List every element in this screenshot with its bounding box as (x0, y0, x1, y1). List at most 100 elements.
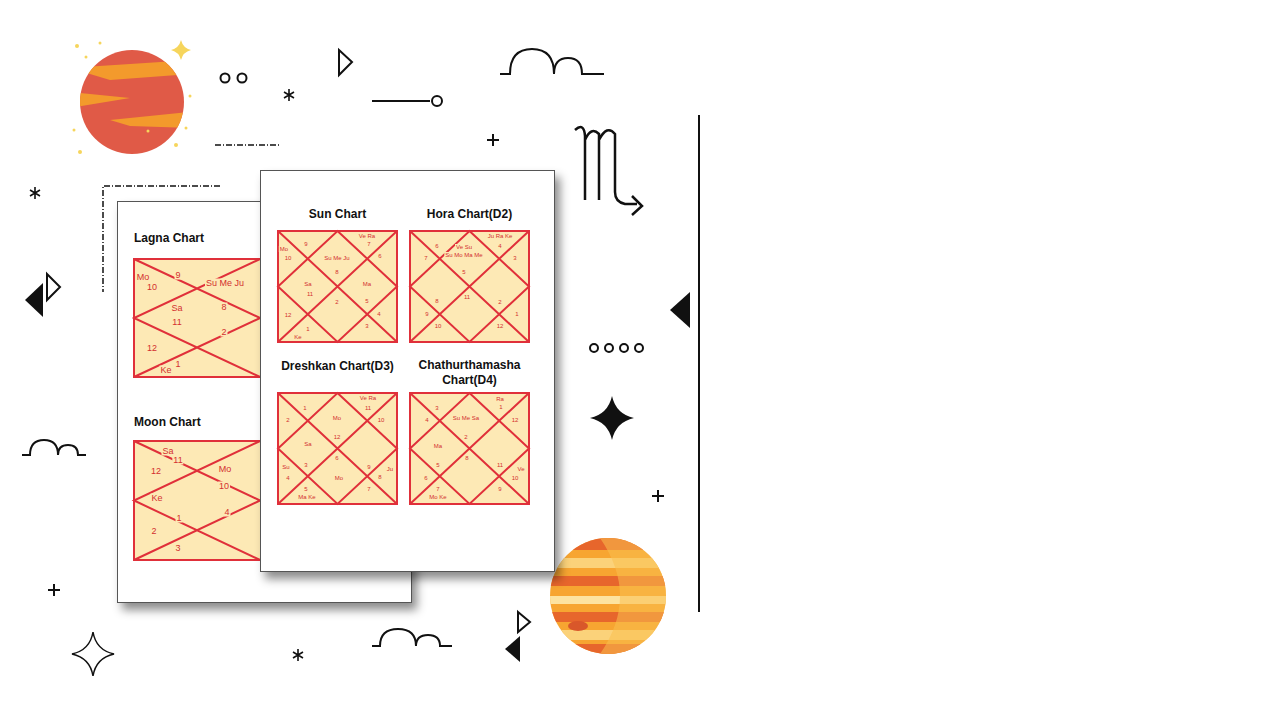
house-entry: 10 (284, 255, 293, 261)
house-entry: 4 (376, 311, 381, 317)
house-entry: Ke (159, 366, 172, 375)
chart-heading: Hora Chart(D2) (395, 207, 545, 222)
house-entry: Mo (218, 465, 233, 474)
house-entry: 12 (150, 467, 162, 476)
house-entry: Ve Su (455, 244, 473, 250)
line-ornaments (22, 49, 699, 676)
house-entry: Mo (136, 273, 151, 282)
house-entry: 9 (303, 241, 308, 247)
house-entry: 1 (514, 311, 519, 317)
house-entry: Su Me Ju (323, 255, 350, 261)
house-entry: 1 (305, 326, 310, 332)
house-entry: Ra (495, 396, 505, 402)
house-entry: Ma Ke (297, 494, 316, 500)
house-entry: 10 (377, 417, 386, 423)
house-entry: Ve (516, 466, 525, 472)
house-entry: Su Mo Ma Me (444, 252, 483, 258)
chart-heading: Sun Chart (263, 207, 413, 222)
house-entry: 8 (464, 455, 469, 461)
house-entry: Ju (386, 466, 394, 472)
house-entry: Su Me Ju (205, 279, 245, 288)
house-entry: 3 (174, 544, 181, 553)
house-entry: 6 (334, 455, 339, 461)
house-entry: Ju Ra Ke (487, 233, 514, 239)
house-entry: 3 (434, 405, 439, 411)
house-entry: 10 (511, 475, 520, 481)
house-entry: 1 (498, 404, 503, 410)
house-entry: Ma (433, 443, 443, 449)
house-entry: 2 (220, 328, 227, 337)
chart-heading: Lagna Chart (134, 231, 204, 246)
house-entry: Ma (362, 281, 372, 287)
house-entry: 2 (150, 527, 157, 536)
house-entry: 6 (434, 243, 439, 249)
house-entry: 8 (220, 303, 227, 312)
kundli-chart: Sun ChartVe RaMo9710Su Me Ju68SaMa112512… (277, 230, 398, 343)
house-entry: 8 (434, 298, 439, 304)
house-entry: 5 (364, 298, 369, 304)
house-entry: Ke (150, 494, 163, 503)
house-entry: 9 (174, 271, 181, 280)
house-entry: Sa (170, 304, 183, 313)
chart-grid (409, 392, 530, 505)
house-entry: 11 (496, 462, 504, 468)
house-entry: Sa (303, 441, 312, 447)
house-entry: 12 (333, 434, 342, 440)
house-entry: 11 (463, 294, 471, 300)
house-entry: Su (281, 464, 290, 470)
house-entry: 11 (364, 405, 372, 411)
chart-heading: Dreshkan Chart(D3) (263, 359, 413, 374)
house-entry: 1 (302, 405, 307, 411)
house-entry: 2 (463, 434, 468, 440)
house-entry: Su Me Sa (452, 415, 480, 421)
house-entry: 8 (334, 269, 339, 275)
house-entry: 4 (223, 508, 230, 517)
house-entry: 11 (172, 456, 183, 465)
house-entry: Mo (332, 415, 342, 421)
chart-grid (277, 392, 398, 505)
jupiter-planet (540, 538, 680, 656)
house-entry: Sa (303, 281, 312, 287)
house-entry: 9 (497, 486, 502, 492)
house-entry: 1 (174, 360, 181, 369)
house-entry: 2 (334, 299, 339, 305)
house-entry: Ke (293, 334, 302, 340)
house-entry: 2 (285, 417, 290, 423)
house-entry: 4 (497, 243, 502, 249)
house-entry: 10 (146, 283, 158, 292)
chart-heading: Moon Chart (134, 415, 201, 430)
house-entry: 11 (306, 291, 314, 297)
house-entry: 6 (377, 253, 382, 259)
house-entry: 12 (146, 344, 158, 353)
house-entry: 1 (175, 514, 182, 523)
house-entry: 3 (512, 255, 517, 261)
house-entry: 9 (366, 464, 371, 470)
house-entry: 12 (496, 323, 505, 329)
front-sheet: Sun ChartVe RaMo9710Su Me Ju68SaMa112512… (260, 170, 555, 572)
house-entry: 7 (366, 486, 371, 492)
house-entry: 12 (511, 417, 520, 423)
house-entry: 7 (435, 486, 440, 492)
house-entry: Ve Ra (358, 233, 376, 239)
house-entry: 7 (366, 241, 371, 247)
house-entry: 3 (364, 323, 369, 329)
house-entry: 3 (303, 462, 308, 468)
house-entry: 9 (424, 311, 429, 317)
house-entry: 4 (285, 475, 290, 481)
house-entry: 8 (377, 474, 382, 480)
house-entry: 11 (171, 318, 182, 327)
house-entry: 5 (461, 269, 466, 275)
house-entry: Ve Ra (359, 395, 377, 401)
house-entry: Mo Ke (428, 494, 447, 500)
chart-lines (410, 231, 529, 342)
house-entry: 10 (434, 323, 443, 329)
chart-lines (410, 393, 529, 504)
kundli-chart: Dreshkan Chart(D3)Ve Ra1112Mo1012Sa639Su… (277, 392, 398, 505)
kundli-chart: Chathurthamasha Chart(D4)Ra314Su Me Sa12… (409, 392, 530, 505)
kundli-chart: Hora Chart(D2)Ju Ra Ke6Ve Su4Su Mo Ma Me… (409, 230, 530, 343)
house-entry: 12 (284, 312, 293, 318)
house-entry: 5 (435, 462, 440, 468)
red-planet (70, 40, 192, 154)
house-entry: 2 (497, 299, 502, 305)
chart-lines (278, 393, 397, 504)
